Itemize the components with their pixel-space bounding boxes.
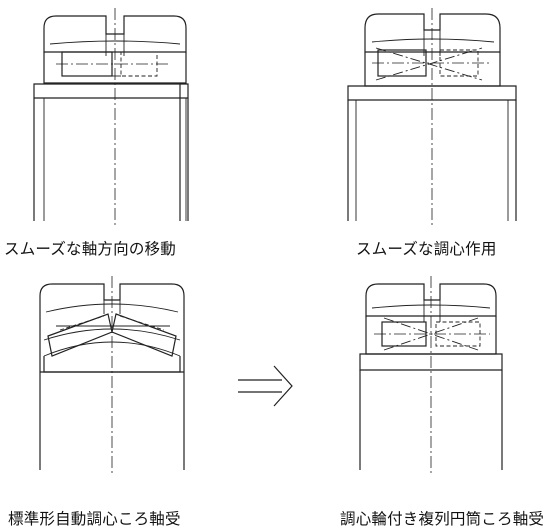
caption-self-aligning: スムーズな調心作用 xyxy=(356,240,497,258)
caption-double-row-cylindrical-bearing: 調心輪付き複列円筒ころ軸受 xyxy=(340,510,545,528)
caption-axial-movement: スムーズな軸方向の移動 xyxy=(4,240,176,258)
bearing-axial-movement-drawing xyxy=(33,8,189,226)
bearing-self-aligning-drawing xyxy=(347,8,517,226)
implies-arrow-icon xyxy=(238,365,293,407)
caption-spherical-roller-bearing: 標準形自動調心ころ軸受 xyxy=(8,510,181,528)
double-row-cylindrical-bearing-drawing xyxy=(359,276,503,476)
spherical-roller-bearing-drawing xyxy=(39,276,185,476)
